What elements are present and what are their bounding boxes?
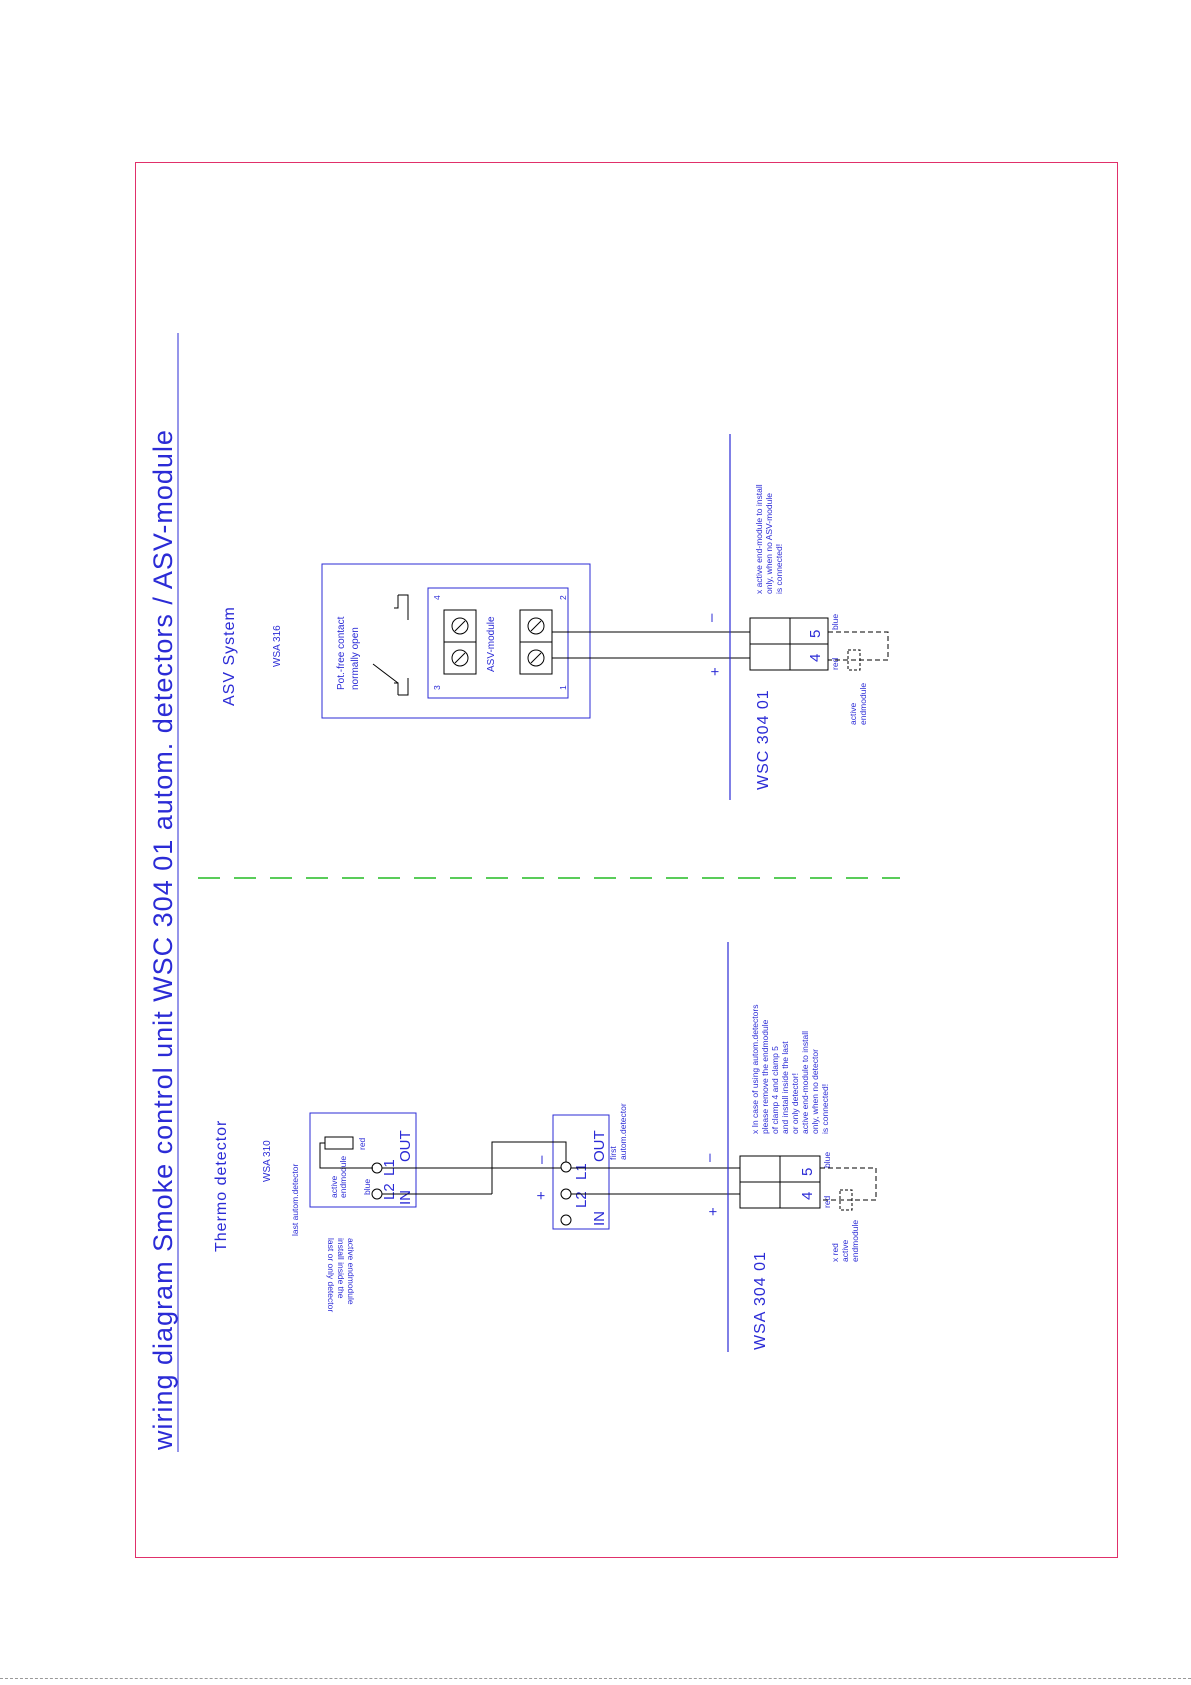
left-note-3: of clamp 4 and clamp 5: [770, 1046, 780, 1134]
install-note-3: last or only detector: [326, 1238, 336, 1312]
right-endmodule-label-2: endmodule: [858, 683, 868, 725]
first-detector-label-1: first: [608, 1146, 618, 1160]
left-bottom-note-2: active: [840, 1240, 850, 1262]
contact-lead-b: [394, 595, 399, 609]
right-endmodule-label-1: active: [848, 703, 858, 725]
first-screw-3: [560, 1214, 572, 1226]
last-endmodule-label-1: active: [329, 1176, 339, 1198]
left-endmodule-dashed: [820, 1167, 877, 1201]
pin-1: 1: [558, 685, 568, 690]
left-bottom-note-1: x red: [830, 1243, 840, 1262]
left-clamp-4: 4: [799, 1192, 816, 1200]
asv-outer-box: [321, 563, 591, 719]
left-note-2: please remove the endmodule: [760, 1019, 770, 1134]
right-note-1: x active end-module to install: [754, 484, 764, 594]
asv-module-box: [427, 587, 569, 699]
first-screw-1: [560, 1161, 572, 1173]
right-wire-red: red: [830, 657, 840, 670]
left-clamp-5: 5: [799, 1168, 816, 1176]
right-clamp-4: 4: [807, 654, 824, 662]
blue-label: blue: [362, 1179, 372, 1195]
install-note-1: active endmodule: [346, 1238, 356, 1305]
right-endmodule-resistor: [847, 649, 861, 671]
last-detector-box: [309, 1112, 417, 1208]
left-minus: –: [701, 1153, 718, 1162]
last-term-in: IN: [397, 1190, 414, 1205]
left-note-4: and install inside the last: [780, 1041, 790, 1134]
first-term-l2: L2: [573, 1191, 590, 1208]
contact-label-1: Pot.-free contact: [336, 616, 347, 690]
bottom-strip: [0, 1678, 1191, 1679]
right-model: WSA 316: [272, 625, 283, 667]
asv-screw-4: [451, 617, 469, 635]
right-clamp-5: 5: [807, 630, 824, 638]
asv-screw-1: [527, 649, 545, 667]
right-wire-blue: blue: [830, 614, 840, 630]
left-note-1: x In case of using autom.detectors: [750, 1005, 760, 1134]
right-note-2: only, when no ASV-module: [764, 493, 774, 594]
diagram-title: wiring diagram Smoke control unit WSC 30…: [148, 429, 178, 1451]
left-note-7: only, when no detector: [810, 1049, 820, 1134]
right-minus: –: [703, 613, 720, 622]
last-term-out: OUT: [397, 1130, 414, 1162]
right-heading: ASV System: [221, 606, 238, 706]
asv-module-label: ASV-module: [486, 616, 497, 672]
left-heading: Thermo detector: [213, 1120, 230, 1252]
right-bus-label: WSC 304 01: [755, 689, 772, 790]
last-term-l2: L2: [381, 1183, 398, 1200]
wire-l2-link: [491, 1141, 567, 1194]
left-note-8: is connected!: [820, 1084, 830, 1134]
right-endmodule-dashed: [828, 631, 889, 661]
last-detector-label: last autom.detector: [290, 1164, 300, 1236]
left-plus: +: [705, 1207, 722, 1216]
left-model: WSA 310: [262, 1140, 273, 1182]
left-bottom-note-3: endmodule: [850, 1220, 860, 1262]
first-minus: –: [533, 1155, 550, 1164]
red-label: red: [357, 1137, 367, 1150]
first-detector-label-2: autom.detector: [618, 1103, 628, 1160]
resistor-lead: [319, 1142, 373, 1169]
left-endmodule-resistor: [839, 1189, 853, 1211]
first-term-in: IN: [591, 1211, 608, 1226]
left-wire-blue: blue: [822, 1152, 832, 1168]
contact-lead-a: [394, 682, 399, 695]
last-endmodule-label-2: endmodule: [338, 1156, 348, 1198]
pin-3: 3: [432, 685, 442, 690]
right-plus: +: [707, 667, 724, 676]
pin-2: 2: [558, 595, 568, 600]
first-screw-2: [560, 1188, 572, 1200]
first-term-l1: L1: [573, 1163, 590, 1180]
left-note-5: or only detector!: [790, 1073, 800, 1134]
first-term-out: OUT: [591, 1130, 608, 1162]
drawing-frame: [135, 162, 1118, 1558]
install-note-2: install inside the: [336, 1238, 346, 1299]
pin-4: 4: [432, 595, 442, 600]
left-bus-label: WSA 304 01: [752, 1251, 769, 1350]
first-plus: +: [533, 1191, 550, 1200]
first-detector-box: [552, 1114, 610, 1230]
right-note-3: is connected!: [774, 544, 784, 594]
contact-label-2: normally open: [350, 627, 361, 690]
left-note-6: active end-module to install: [800, 1031, 810, 1134]
resistor-symbol: [324, 1136, 354, 1150]
asv-screw-3: [451, 649, 469, 667]
contact-arm: [372, 663, 399, 684]
left-wire-red: red: [822, 1195, 832, 1208]
asv-screw-2: [527, 617, 545, 635]
